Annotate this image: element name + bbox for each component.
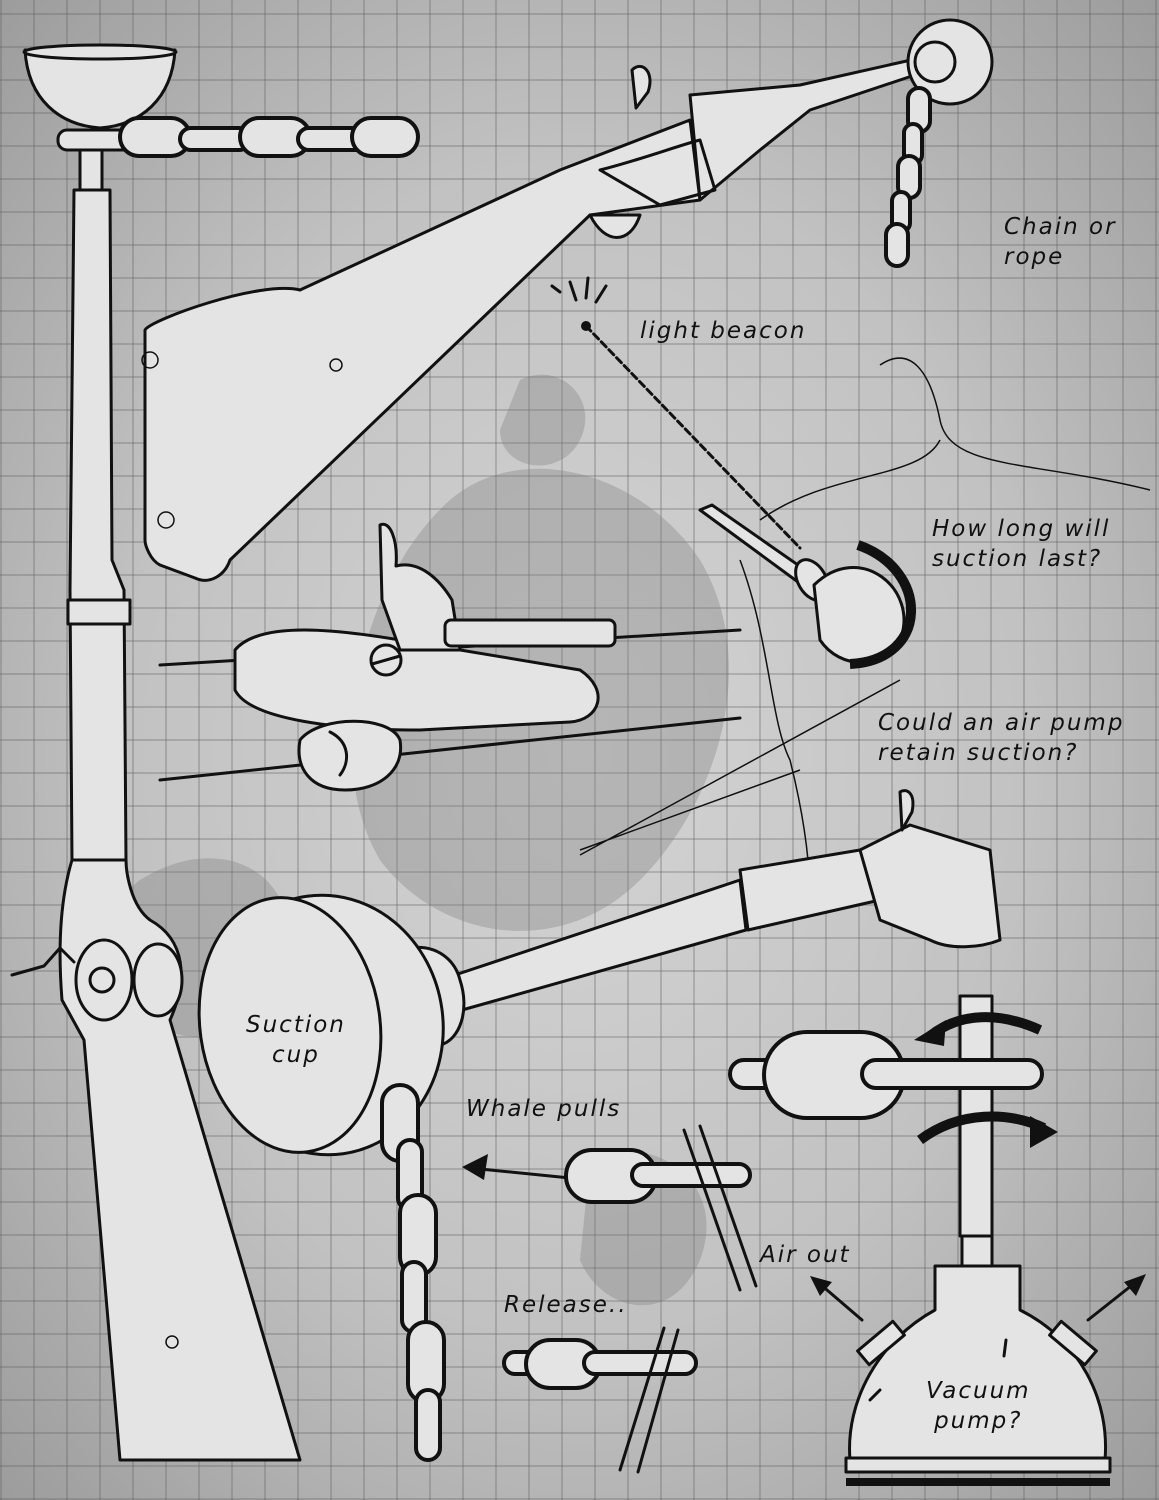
- note-line: retain suction?: [878, 740, 1079, 766]
- twist-chain: [728, 994, 1058, 1238]
- note-suction-duration: How long will suction last?: [932, 514, 1110, 574]
- note-whale-pulls: Whale pulls: [466, 1096, 622, 1122]
- guide-lines: [579, 357, 1151, 901]
- beacon-chain: [550, 276, 916, 669]
- hanging-chain: [380, 1083, 446, 1462]
- note-line: Chain or: [1004, 214, 1117, 240]
- note-line: rope: [1004, 244, 1065, 270]
- diagonal-rifle-top: [141, 56, 926, 582]
- top-chain: [118, 116, 420, 158]
- vertical-rifle: [10, 43, 302, 1462]
- note-chain-or-rope: Chain or rope: [1004, 212, 1117, 272]
- wall-suction-cup: [884, 18, 994, 268]
- vacuum-pump: [810, 1234, 1146, 1486]
- note-release: Release..: [504, 1292, 628, 1318]
- note-light-beacon: light beacon: [640, 318, 807, 344]
- note-line: Could an air pump: [878, 710, 1125, 736]
- note-line: How long will: [932, 516, 1111, 542]
- note-suction-cup: Suction cup: [246, 1010, 346, 1070]
- note-line: cup: [272, 1042, 320, 1068]
- note-air-out: Air out: [760, 1242, 851, 1268]
- note-line: suction last?: [932, 546, 1103, 572]
- lock-detail: [158, 522, 742, 792]
- note-vacuum-pump: Vacuum pump?: [926, 1376, 1031, 1436]
- note-line: Vacuum: [926, 1378, 1031, 1404]
- note-line: Suction: [246, 1012, 346, 1038]
- whale-pull-link: [462, 1124, 758, 1292]
- note-air-pump-question: Could an air pump retain suction?: [878, 708, 1124, 768]
- cup-rifle: [197, 789, 1002, 1157]
- note-line: pump?: [934, 1408, 1023, 1434]
- release-link: [502, 1326, 698, 1474]
